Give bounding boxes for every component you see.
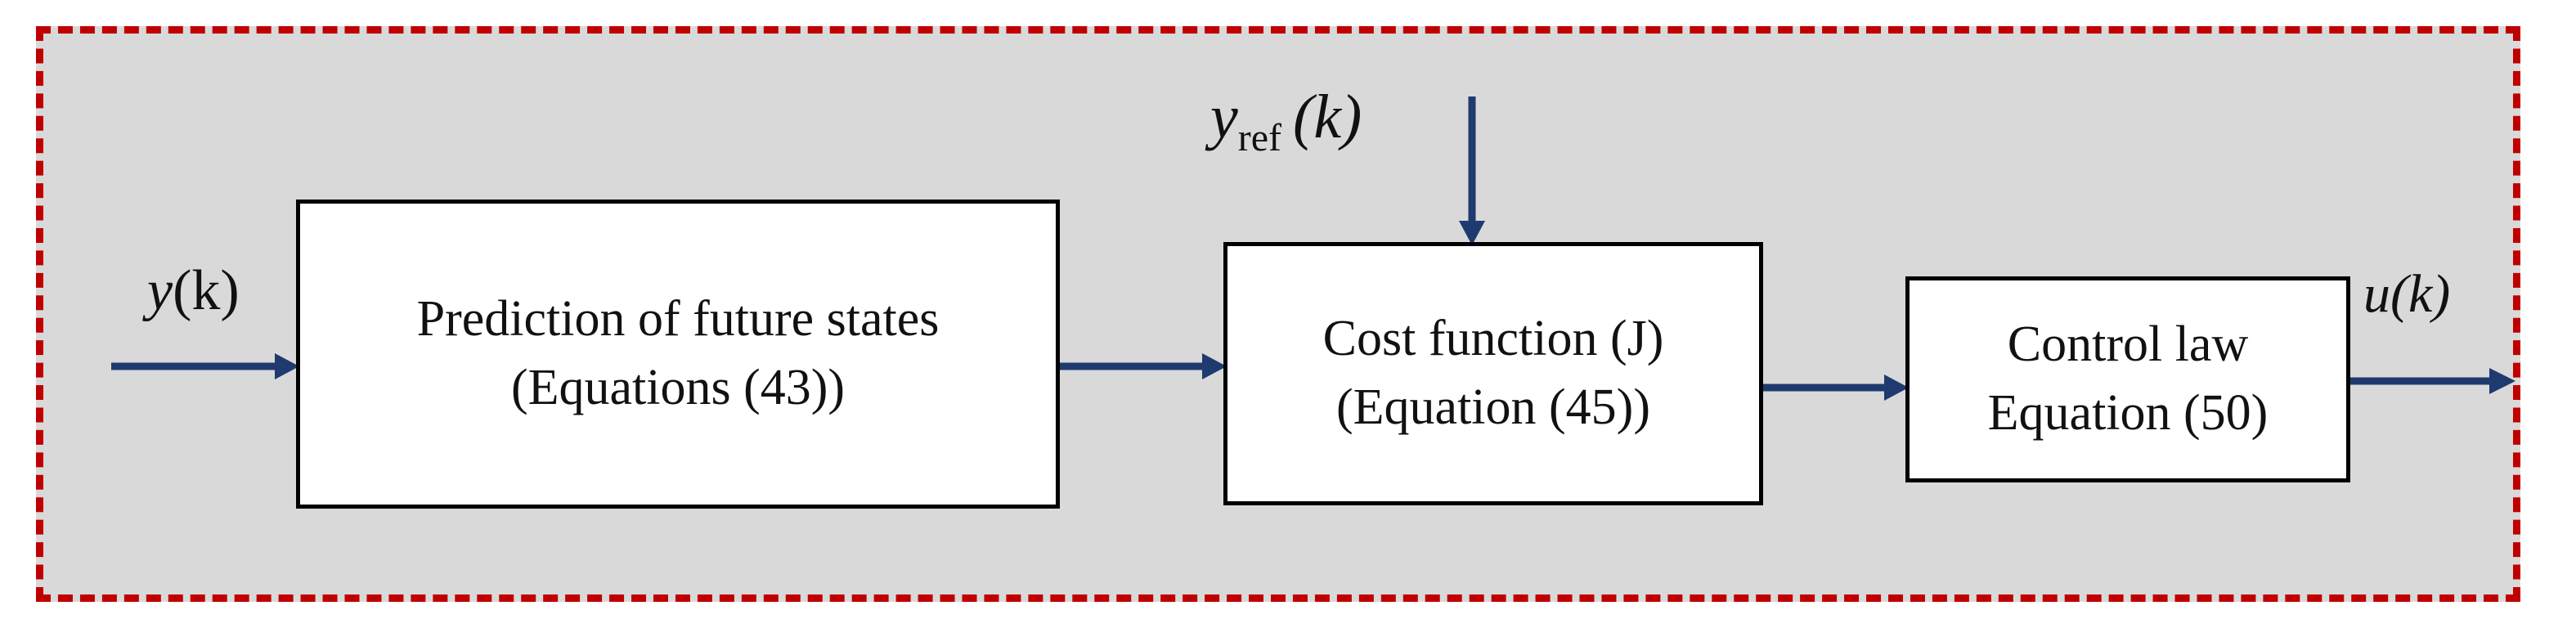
prediction-to-cost-arrowhead	[1202, 353, 1227, 379]
reference-signal-variable: y	[1210, 83, 1238, 151]
cost-function-block: Cost function (J) (Equation (45))	[1223, 242, 1763, 505]
reference-signal-argument: (k)	[1293, 83, 1362, 151]
reference-signal-label: yref (k)	[1210, 82, 1362, 160]
output-arrowhead	[2489, 368, 2515, 394]
output-signal-label: u(k)	[2363, 264, 2451, 324]
cost-to-control-arrowhead	[1884, 375, 1909, 401]
prediction-block-equation: (Equations (43))	[510, 360, 846, 415]
control-law-block: Control law Equation (50)	[1905, 276, 2350, 482]
control-law-block-title: Control law	[2007, 316, 2249, 373]
cost-function-block-equation: (Equation (45))	[1336, 379, 1650, 435]
input-arrowhead	[275, 353, 299, 379]
input-signal-label: y(k)	[147, 258, 240, 324]
input-signal-variable: y	[147, 259, 173, 322]
prediction-block: Prediction of future states (Equations (…	[296, 200, 1060, 509]
control-law-block-equation: Equation (50)	[1987, 385, 2269, 441]
input-signal-argument: (k)	[173, 259, 240, 322]
reference-signal-subscript: ref	[1237, 116, 1282, 159]
reference-arrowhead	[1459, 221, 1485, 245]
prediction-block-title: Prediction of future states	[416, 291, 940, 348]
cost-function-block-title: Cost function (J)	[1322, 311, 1664, 367]
